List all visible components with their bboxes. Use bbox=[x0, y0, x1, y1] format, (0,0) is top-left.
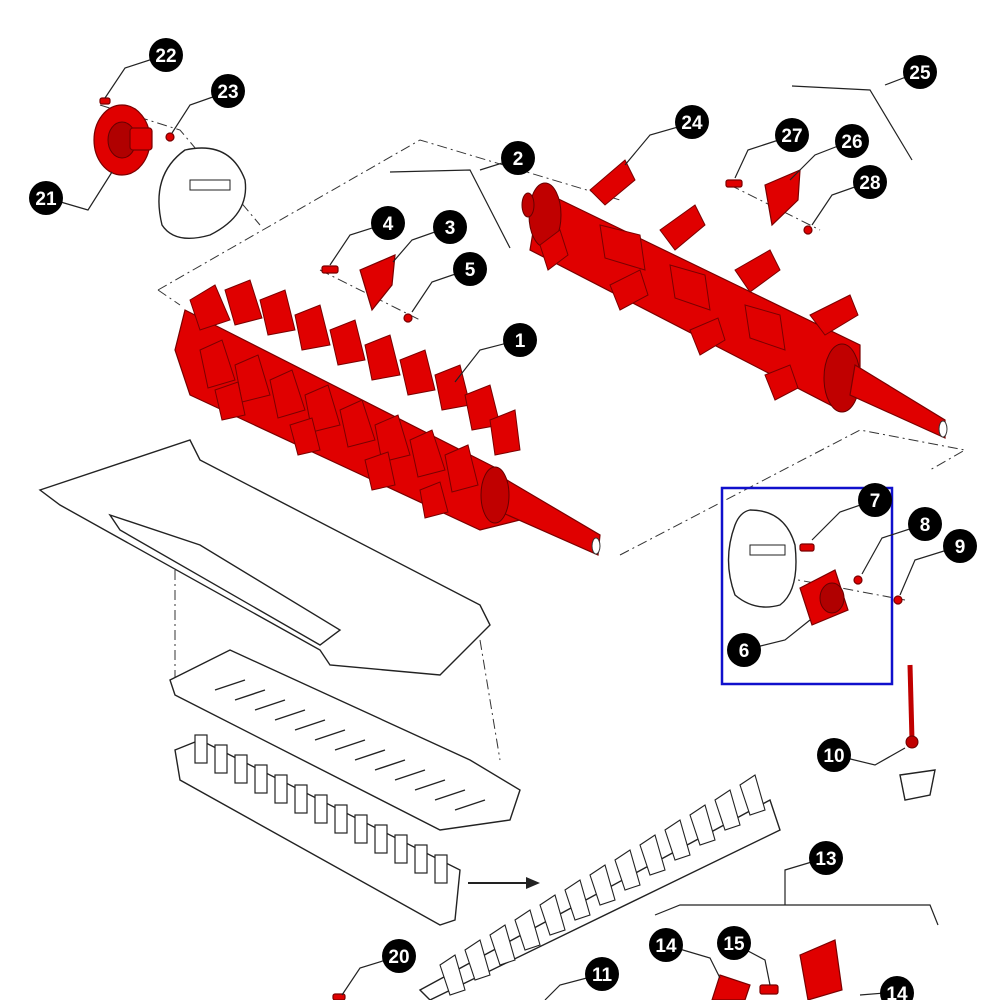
svg-text:1: 1 bbox=[515, 331, 526, 352]
svg-text:23: 23 bbox=[217, 82, 238, 103]
svg-text:20: 20 bbox=[388, 947, 409, 968]
callout-14-left: 14 bbox=[649, 928, 683, 962]
callout-25: 25 bbox=[903, 55, 937, 89]
callout-2: 2 bbox=[501, 141, 535, 175]
cover-plate-left bbox=[158, 147, 247, 239]
callout-9: 9 bbox=[943, 529, 977, 563]
bolt-20 bbox=[332, 993, 346, 1000]
callout-27: 27 bbox=[775, 118, 809, 152]
concave-frame bbox=[38, 439, 521, 926]
callout-6: 6 bbox=[727, 633, 761, 667]
svg-text:5: 5 bbox=[465, 260, 476, 281]
svg-text:21: 21 bbox=[35, 189, 57, 210]
nut-28 bbox=[803, 225, 813, 235]
callout-24: 24 bbox=[675, 105, 709, 139]
svg-text:14: 14 bbox=[886, 984, 908, 1000]
svg-text:28: 28 bbox=[859, 173, 880, 194]
svg-text:3: 3 bbox=[445, 218, 456, 239]
callout-28: 28 bbox=[853, 165, 887, 199]
callout-badges: 22 23 21 24 25 27 26 28 2 4 3 5 1 7 8 9 … bbox=[29, 38, 977, 1000]
svg-text:6: 6 bbox=[739, 641, 750, 662]
group-bracket-lines bbox=[389, 85, 939, 926]
callout-26: 26 bbox=[835, 124, 869, 158]
svg-text:10: 10 bbox=[823, 746, 844, 767]
adjuster-rod-10 bbox=[899, 664, 936, 801]
svg-text:8: 8 bbox=[920, 515, 931, 536]
rotor-drum-24 bbox=[521, 159, 948, 439]
svg-text:2: 2 bbox=[513, 149, 524, 170]
svg-text:13: 13 bbox=[815, 849, 836, 870]
svg-text:25: 25 bbox=[909, 63, 931, 84]
callout-13: 13 bbox=[809, 841, 843, 875]
callout-10: 10 bbox=[817, 738, 851, 772]
nut-9 bbox=[893, 595, 903, 605]
knife-26 bbox=[764, 169, 801, 227]
svg-text:26: 26 bbox=[841, 132, 862, 153]
svg-text:7: 7 bbox=[870, 491, 881, 512]
highlight-box bbox=[720, 486, 894, 686]
knife-3 bbox=[359, 254, 396, 312]
bolt-15 bbox=[759, 984, 779, 995]
svg-text:22: 22 bbox=[155, 46, 176, 67]
callout-14-right: 14 bbox=[880, 976, 914, 1000]
svg-text:15: 15 bbox=[723, 934, 745, 955]
bolt-22 bbox=[99, 97, 111, 105]
cover-plate-right bbox=[727, 509, 797, 608]
callout-5: 5 bbox=[453, 252, 487, 286]
rotor-assembly-1 bbox=[174, 279, 601, 556]
callout-20: 20 bbox=[382, 939, 416, 973]
knife-14-right bbox=[799, 939, 843, 1000]
callout-4: 4 bbox=[371, 206, 405, 240]
svg-text:11: 11 bbox=[592, 965, 613, 986]
callout-15: 15 bbox=[717, 926, 751, 960]
callout-23: 23 bbox=[211, 74, 245, 108]
bolt-27 bbox=[725, 179, 743, 188]
bolt-7 bbox=[799, 543, 815, 552]
svg-text:4: 4 bbox=[383, 214, 394, 235]
svg-text:9: 9 bbox=[955, 537, 966, 558]
nut-5 bbox=[403, 313, 413, 323]
highlighted-bearing-group bbox=[720, 486, 903, 686]
svg-text:27: 27 bbox=[781, 126, 802, 147]
callout-7: 7 bbox=[858, 483, 892, 517]
grate-ribs bbox=[214, 679, 486, 811]
bolt-4 bbox=[321, 265, 339, 274]
callout-8: 8 bbox=[908, 507, 942, 541]
callout-3: 3 bbox=[433, 210, 467, 244]
nut-23 bbox=[165, 132, 175, 142]
flange-bearing-21 bbox=[93, 104, 153, 176]
comb-teeth-lower bbox=[194, 734, 448, 884]
svg-text:14: 14 bbox=[655, 936, 677, 957]
direction-arrow bbox=[468, 877, 540, 889]
washer-8 bbox=[853, 575, 863, 585]
svg-text:24: 24 bbox=[681, 113, 703, 134]
callout-22: 22 bbox=[149, 38, 183, 72]
flange-bearing-6 bbox=[799, 569, 849, 626]
callout-11: 11 bbox=[585, 957, 619, 991]
knife-14-left bbox=[711, 974, 751, 1000]
callout-21: 21 bbox=[29, 181, 63, 215]
comb-bar-11 bbox=[418, 774, 781, 1000]
callout-1: 1 bbox=[503, 323, 537, 357]
